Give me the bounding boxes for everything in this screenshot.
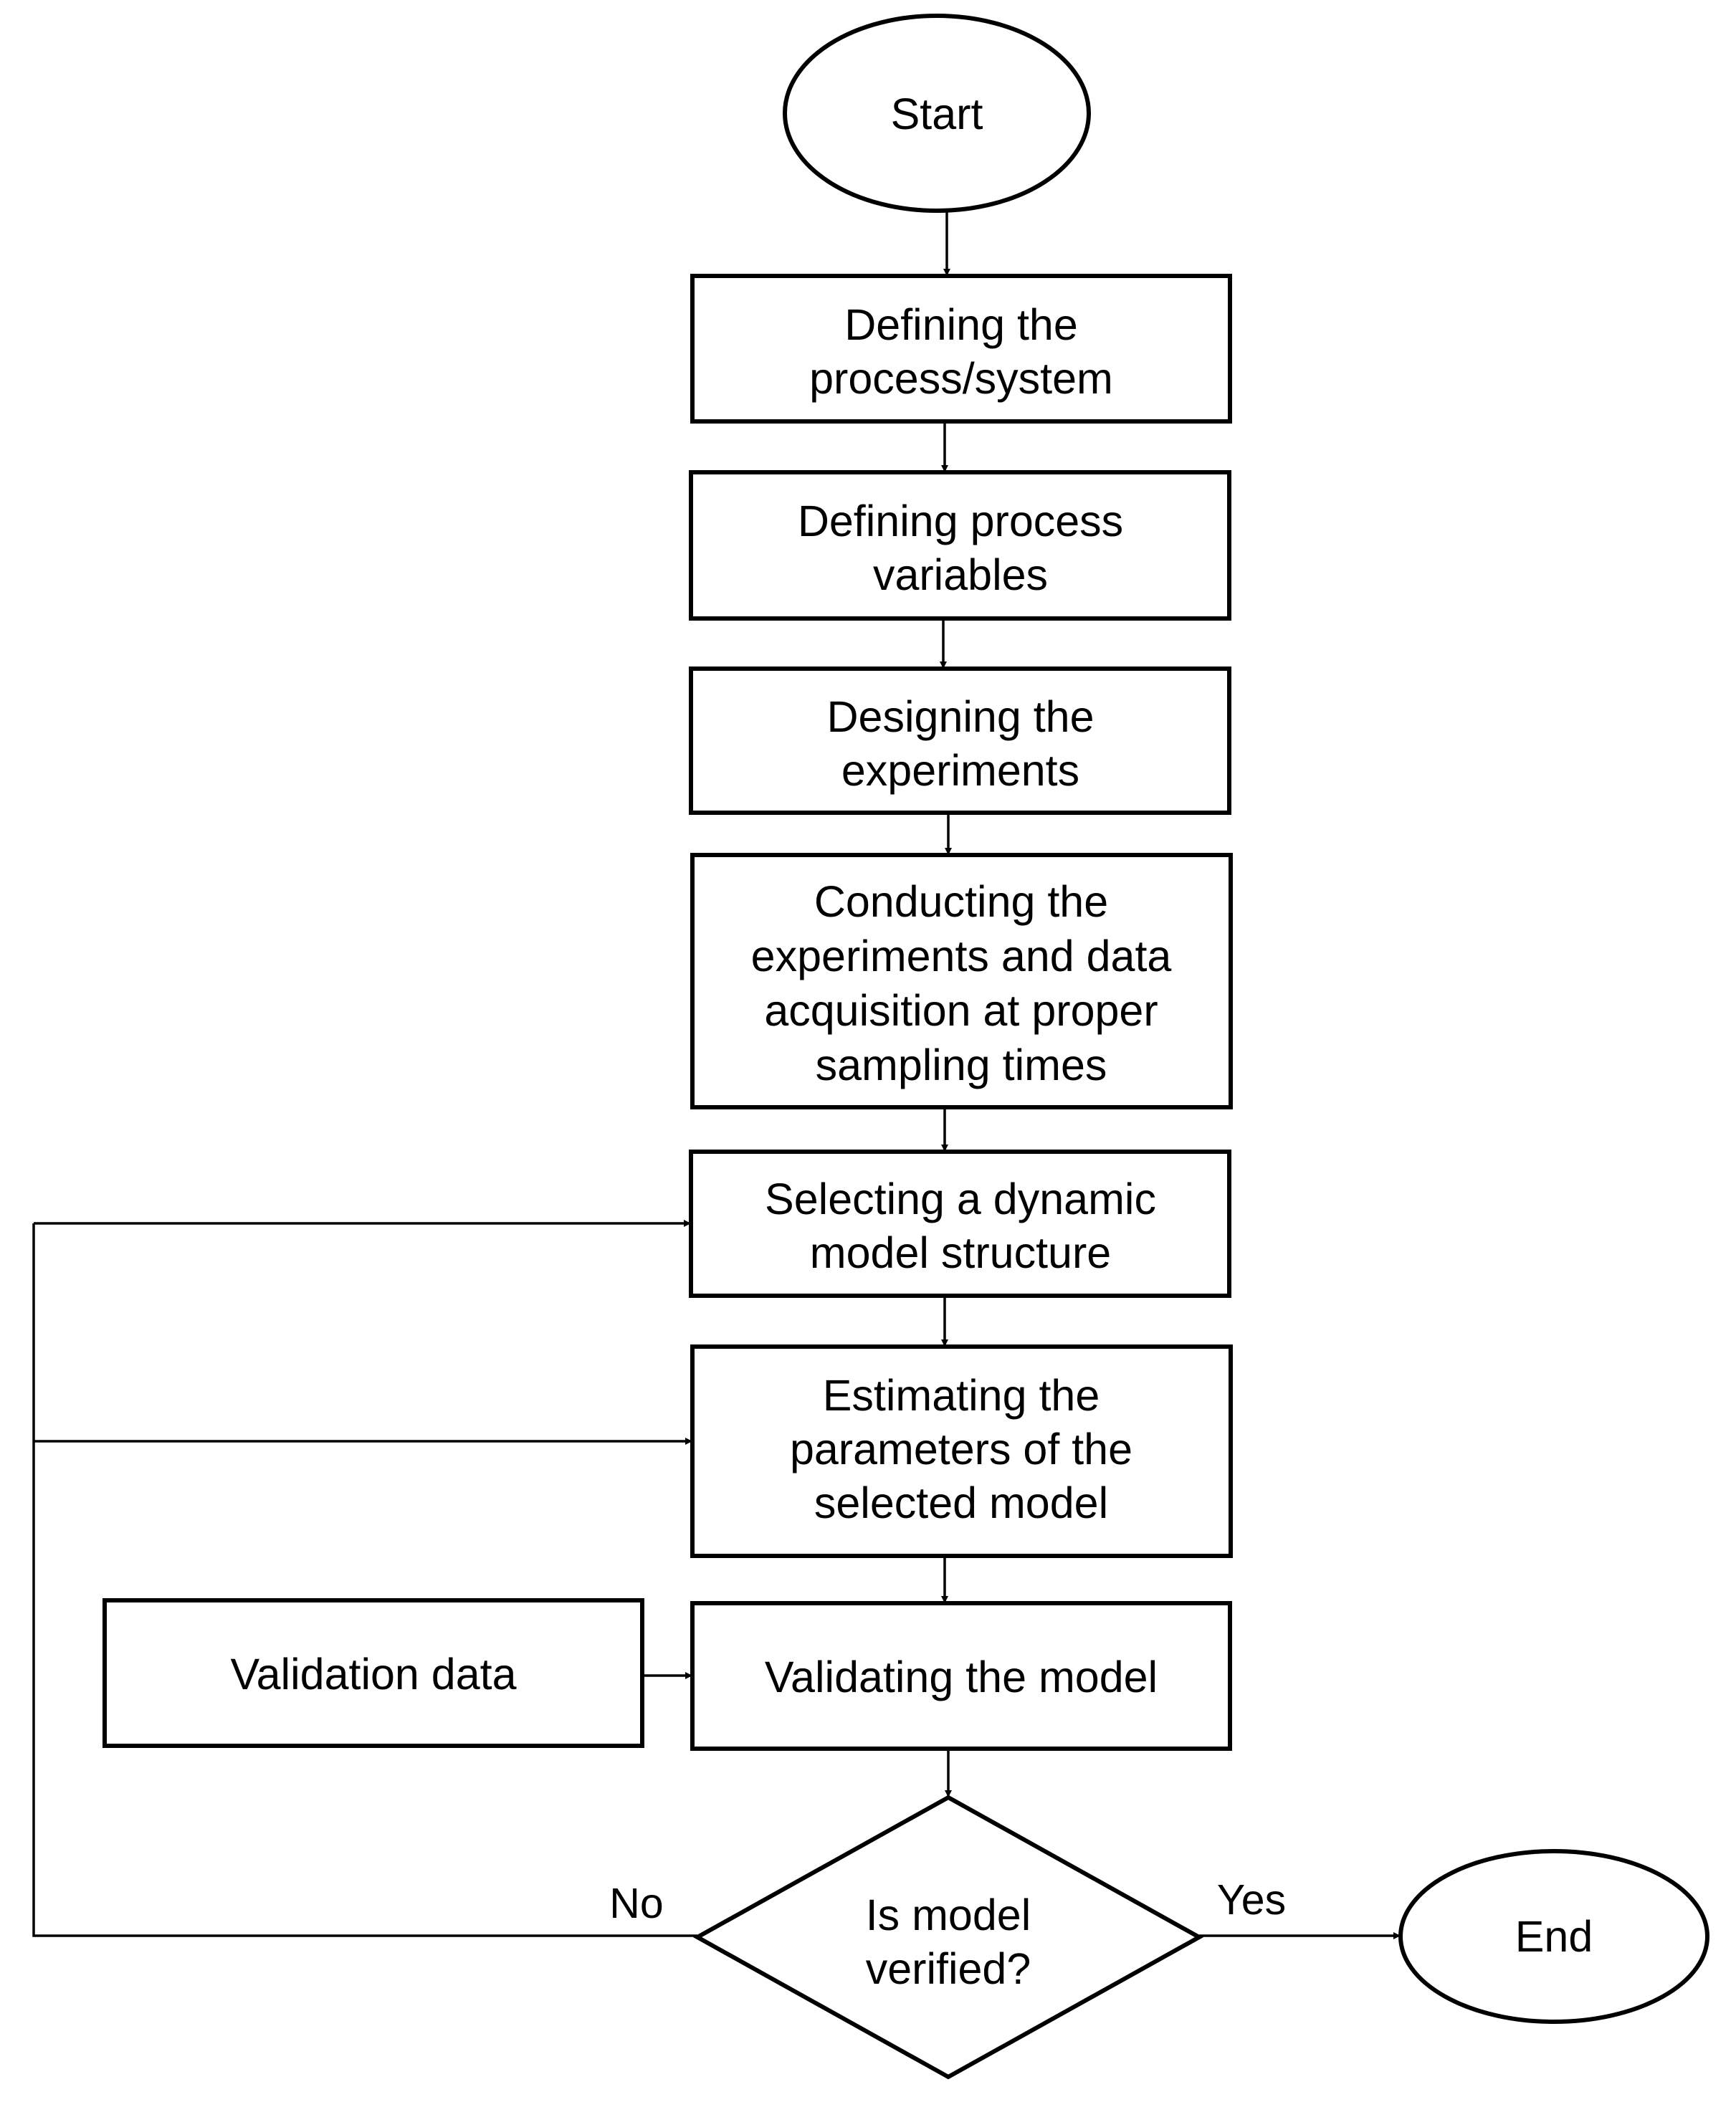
model-structure-line-1: Selecting a dynamic [765,1175,1156,1223]
feedback-loop-line [32,1223,697,1937]
parameter-estimation-line-3: selected model [814,1478,1108,1527]
design-experiments-line-2: experiments [841,746,1079,795]
verification-decision: Is model verified? [692,1795,1204,2080]
no-branch-label: No [609,1880,663,1927]
parameter-estimation-line-2: parameters of the [790,1425,1132,1473]
decision-line-1: Is model [866,1891,1031,1939]
conduct-experiments-line-4: sampling times [816,1041,1107,1089]
parameter-estimation-box: Estimating the parameters of the selecte… [690,1344,1233,1558]
design-experiments-line-1: Designing the [826,692,1094,741]
parameter-estimation-line-1: Estimating the [823,1371,1100,1420]
conduct-experiments-line-3: acquisition at proper [764,986,1158,1035]
process-variables-box: Defining process variables [689,470,1231,621]
conduct-experiments-line-2: experiments and data [751,932,1172,980]
process-definition-line-1: Defining the [844,300,1078,349]
start-label: Start [891,90,983,138]
process-variables-line-2: variables [873,550,1048,599]
design-experiments-box: Designing the experiments [689,667,1231,815]
validation-data-box: Validation data [102,1598,644,1748]
end-label: End [1515,1912,1593,1961]
conduct-experiments-box: Conducting the experiments and data acqu… [690,853,1233,1109]
end-node: End [1398,1849,1709,2024]
decision-line-2: verified? [866,1944,1031,1993]
yes-branch-label: Yes [1217,1876,1286,1924]
model-validation-label: Validating the model [765,1653,1158,1701]
start-node: Start [783,14,1091,213]
model-structure-box: Selecting a dynamic model structure [689,1150,1231,1298]
model-validation-box: Validating the model [690,1601,1232,1751]
process-definition-box: Defining the process/system [690,274,1232,424]
process-definition-line-2: process/system [809,354,1113,403]
validation-data-label: Validation data [230,1650,516,1699]
model-structure-line-2: model structure [810,1228,1111,1277]
process-variables-line-1: Defining process [798,497,1123,545]
conduct-experiments-line-1: Conducting the [814,877,1108,926]
